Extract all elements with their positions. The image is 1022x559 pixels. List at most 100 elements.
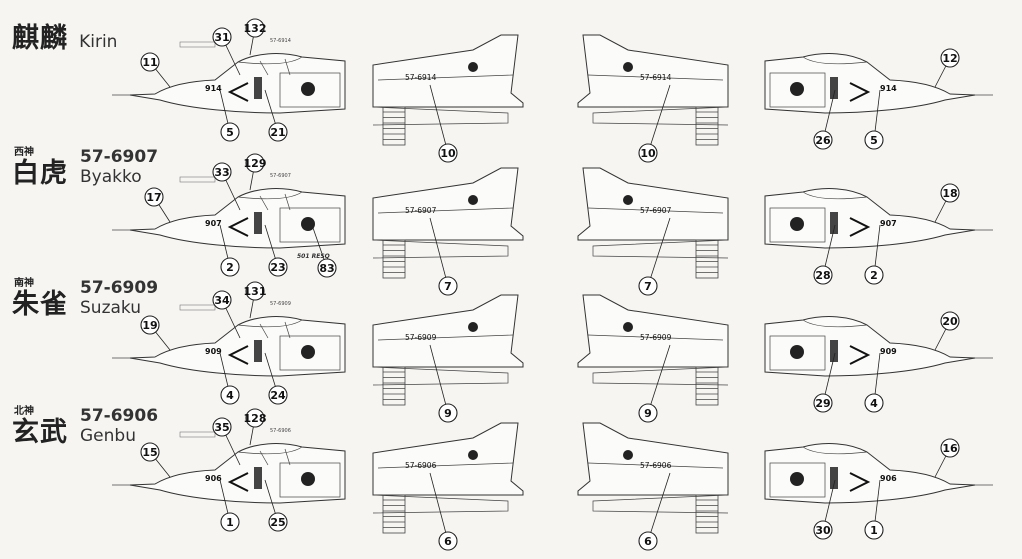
callout-right-code-number: 1 bbox=[870, 524, 878, 537]
callout-right-intake-number: 28 bbox=[815, 269, 830, 282]
fuselage-nose-right bbox=[764, 188, 976, 249]
callout-tail-left-number: 9 bbox=[444, 407, 452, 420]
intake-panel bbox=[769, 335, 826, 371]
callout-tail-right-number: 10 bbox=[640, 147, 656, 160]
callout-left-intake-number: 24 bbox=[270, 389, 286, 402]
callout-tail-right-circle bbox=[638, 403, 658, 423]
fuselage-nose-left bbox=[129, 443, 346, 504]
chevron-emblem bbox=[849, 345, 871, 365]
callout-right-code-circle bbox=[864, 520, 884, 540]
callout-right-intake-circle bbox=[813, 393, 833, 413]
callout-right-code-circle bbox=[864, 130, 884, 150]
tail-fin bbox=[577, 167, 729, 241]
callout-left-canopy-circle bbox=[212, 27, 232, 47]
tiny-serial: 57-6907 bbox=[270, 173, 291, 179]
chevron-emblem bbox=[227, 345, 249, 365]
fuselage-nose-right bbox=[764, 443, 976, 504]
fin-panel-line bbox=[377, 462, 514, 469]
tail-serial: 57-6907 bbox=[640, 206, 672, 215]
callout-right-nose-circle bbox=[940, 311, 960, 331]
callout-right-intake-circle bbox=[813, 265, 833, 285]
row-suzaku-label: 南神 朱雀 57-6909 Suzaku bbox=[12, 278, 158, 320]
tail-emblem bbox=[468, 322, 478, 332]
intake-panel bbox=[279, 72, 341, 108]
callout-left-code-number: 5 bbox=[226, 126, 234, 139]
kanji-marking bbox=[830, 212, 838, 234]
stencil-strip bbox=[179, 304, 216, 311]
callout-left-intake-circle bbox=[268, 385, 288, 405]
tail-fin bbox=[577, 34, 729, 108]
callout-tail-left-leader bbox=[429, 344, 449, 414]
row-byakko-label: 西神 白虎 57-6907 Byakko bbox=[12, 147, 158, 189]
callout-tail-left-number: 10 bbox=[440, 147, 456, 160]
callout-tail-left-number: 7 bbox=[444, 280, 452, 293]
english-name: Suzaku bbox=[80, 298, 142, 318]
intake-panel bbox=[769, 72, 826, 108]
canopy-frame bbox=[259, 193, 291, 211]
callout-right-intake-number: 26 bbox=[815, 134, 831, 147]
kanji-name: 朱雀 bbox=[12, 289, 68, 320]
serial-label: 57-6909 bbox=[80, 278, 159, 298]
canopy-frame bbox=[259, 58, 291, 76]
callout-left-top-circle bbox=[245, 281, 265, 301]
exhaust-vents bbox=[382, 494, 406, 534]
callout-left-canopy-circle bbox=[212, 290, 232, 310]
stencil-strip bbox=[179, 431, 216, 438]
chevron-emblem bbox=[227, 472, 249, 492]
nose-code: 909 bbox=[205, 347, 222, 356]
hinomaru-roundel bbox=[301, 345, 315, 359]
callout-left-intake-number: 23 bbox=[270, 261, 285, 274]
tail-fin bbox=[372, 294, 524, 368]
callout-right-intake-number: 29 bbox=[815, 397, 830, 410]
callout-tail-left-circle bbox=[438, 143, 458, 163]
callout-left-code-number: 2 bbox=[226, 261, 234, 274]
kanji-marking bbox=[830, 77, 838, 99]
exhaust-vents bbox=[382, 366, 406, 406]
callout-left-intake-circle bbox=[268, 122, 288, 142]
tiny-serial: 57-6906 bbox=[270, 428, 291, 434]
callout-left-canopy-number: 35 bbox=[214, 421, 229, 434]
tail-serial: 57-6909 bbox=[405, 333, 437, 342]
fin-panel-line bbox=[587, 462, 724, 469]
callout-left-nose-number: 17 bbox=[146, 191, 161, 204]
stencil-strip bbox=[179, 41, 216, 48]
hinomaru-roundel bbox=[790, 345, 804, 359]
callout-left-top-circle bbox=[245, 153, 265, 173]
callout-tail-left-number: 6 bbox=[444, 535, 452, 548]
callout-left-intake-number: 25 bbox=[270, 516, 285, 529]
callout-tail-left-circle bbox=[438, 531, 458, 551]
callout-left-canopy-number: 33 bbox=[214, 166, 229, 179]
hinomaru-roundel bbox=[301, 472, 315, 486]
callout-tail-right-number: 7 bbox=[644, 280, 652, 293]
callout-left-nose-number: 11 bbox=[142, 56, 157, 69]
callout-left-nose-circle bbox=[140, 442, 160, 462]
canopy-line bbox=[237, 191, 303, 200]
callout-tail-left-circle bbox=[438, 403, 458, 423]
hinomaru-roundel bbox=[790, 217, 804, 231]
nose-code: 914 bbox=[205, 84, 222, 93]
aft-fuselage bbox=[372, 366, 509, 386]
callout-left-nose-circle bbox=[140, 315, 160, 335]
tail-emblem bbox=[623, 62, 633, 72]
stencil-strip bbox=[179, 176, 216, 183]
chevron-emblem bbox=[849, 82, 871, 102]
exhaust-vents bbox=[695, 366, 719, 406]
callout-left-code-circle bbox=[220, 122, 240, 142]
callout-left-canopy-circle bbox=[212, 417, 232, 437]
intake-panel bbox=[279, 207, 341, 243]
tail-fin bbox=[372, 167, 524, 241]
callout-tail-right-leader bbox=[647, 84, 671, 154]
nose-code: 906 bbox=[205, 474, 222, 483]
aft-fuselage bbox=[372, 494, 509, 514]
callout-left-intake-number: 21 bbox=[270, 126, 285, 139]
tail-emblem bbox=[623, 195, 633, 205]
kanji-marking bbox=[830, 467, 838, 489]
nose-code: 907 bbox=[205, 219, 222, 228]
tail-serial: 57-6906 bbox=[640, 461, 672, 470]
aft-fuselage bbox=[592, 494, 729, 514]
tail-serial: 57-6914 bbox=[640, 73, 672, 82]
callout-left-top-number: 131 bbox=[244, 285, 267, 298]
